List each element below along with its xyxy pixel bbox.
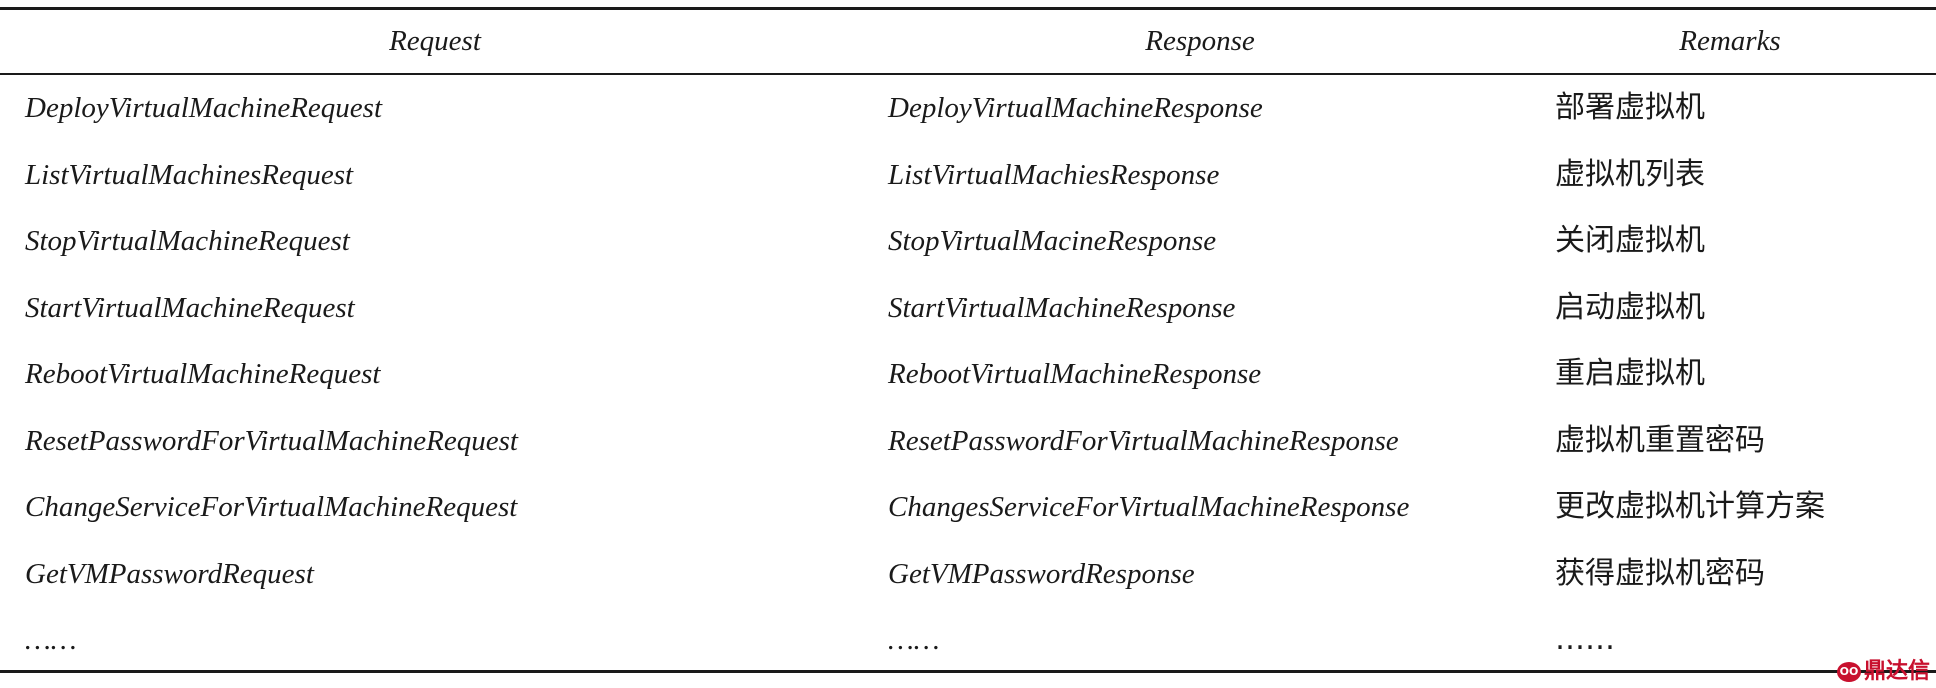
- table-header-rule: [0, 73, 1936, 75]
- response-cell: StartVirtualMachineResponse: [888, 291, 1236, 324]
- remarks-cell: 重启虚拟机: [1555, 356, 1705, 391]
- response-cell: ChangesServiceForVirtualMachineResponse: [888, 491, 1410, 523]
- response-cell: RebootVirtualMachineResponse: [888, 358, 1262, 390]
- brand-logo-icon: OO: [1836, 662, 1861, 682]
- remarks-cell: 关闭虚拟机: [1555, 223, 1705, 258]
- table-row: ChangeServiceForVirtualMachineRequest Ch…: [0, 479, 1936, 546]
- response-cell: StopVirtualMacineResponse: [888, 225, 1217, 257]
- request-cell: ……: [25, 624, 77, 656]
- remarks-cell: 虚拟机列表: [1555, 156, 1705, 192]
- remarks-cell: 虚拟机重置密码: [1555, 422, 1765, 458]
- response-cell: DeployVirtualMachineResponse: [888, 92, 1263, 124]
- watermark: OO 鼎达信: [1836, 659, 1930, 684]
- remarks-cell: 更改虚拟机计算方案: [1555, 489, 1825, 524]
- header-request: Request: [389, 25, 481, 57]
- table-row: RebootVirtualMachineRequest RebootVirtua…: [0, 346, 1936, 413]
- request-cell: ChangeServiceForVirtualMachineRequest: [25, 491, 518, 523]
- remarks-cell: 获得虚拟机密码: [1555, 555, 1765, 591]
- table-top-rule: [0, 7, 1936, 10]
- request-cell: StopVirtualMachineRequest: [25, 225, 350, 257]
- response-cell: ……: [888, 624, 940, 656]
- remarks-cell: 启动虚拟机: [1555, 289, 1705, 325]
- table-row: StopVirtualMachineRequest StopVirtualMac…: [0, 213, 1936, 280]
- request-cell: DeployVirtualMachineRequest: [25, 92, 383, 124]
- table-row: …… …… ……: [0, 612, 1936, 679]
- remarks-cell: ……: [1555, 622, 1615, 657]
- table-row: ResetPasswordForVirtualMachineRequest Re…: [0, 413, 1936, 480]
- table-row: ListVirtualMachinesRequest ListVirtualMa…: [0, 147, 1936, 214]
- table-header-row: Request Response Remarks: [0, 10, 1936, 73]
- remarks-cell: 部署虚拟机: [1555, 90, 1705, 125]
- request-cell: StartVirtualMachineRequest: [25, 291, 355, 324]
- table-body: DeployVirtualMachineRequest DeployVirtua…: [0, 80, 1936, 679]
- table-row: GetVMPasswordRequest GetVMPasswordRespon…: [0, 546, 1936, 613]
- table-row: DeployVirtualMachineRequest DeployVirtua…: [0, 80, 1936, 147]
- request-cell: RebootVirtualMachineRequest: [25, 358, 381, 390]
- request-cell: GetVMPasswordRequest: [25, 557, 314, 590]
- header-remarks: Remarks: [1679, 25, 1781, 57]
- request-cell: ResetPasswordForVirtualMachineRequest: [25, 424, 518, 457]
- response-cell: ResetPasswordForVirtualMachineResponse: [888, 424, 1399, 457]
- request-cell: ListVirtualMachinesRequest: [25, 158, 354, 191]
- response-cell: GetVMPasswordResponse: [888, 557, 1195, 590]
- response-cell: ListVirtualMachiesResponse: [888, 158, 1220, 191]
- table-bottom-rule: [0, 670, 1936, 673]
- table-row: StartVirtualMachineRequest StartVirtualM…: [0, 280, 1936, 347]
- header-response: Response: [1145, 25, 1255, 57]
- brand-text: 鼎达信: [1863, 659, 1930, 684]
